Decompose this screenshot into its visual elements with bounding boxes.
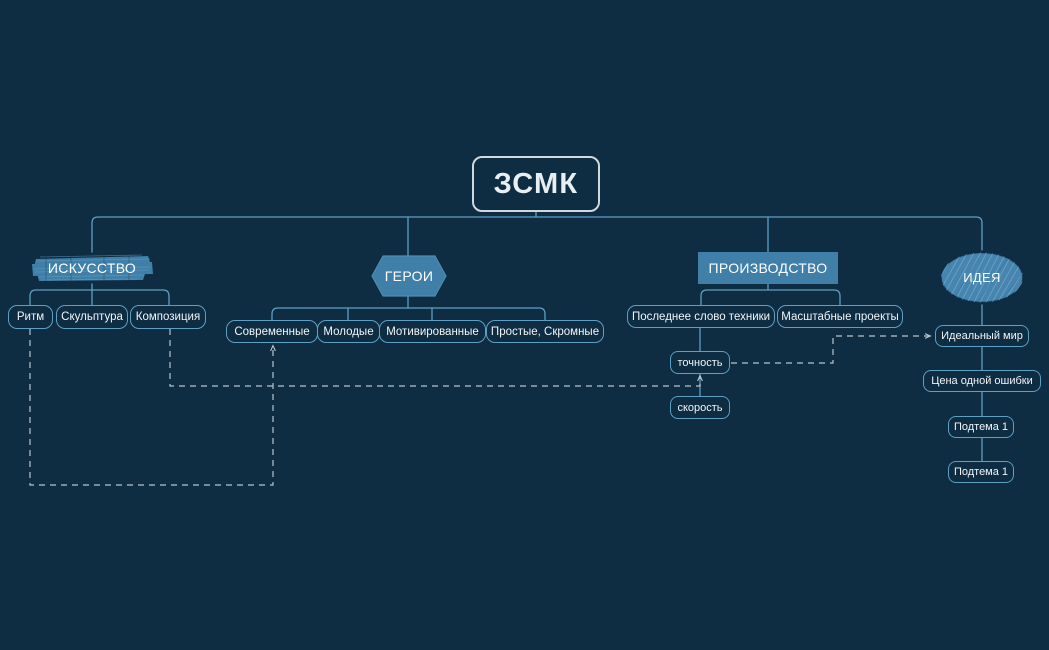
leaf-node-molodye-label: Молодые xyxy=(323,325,374,338)
leaf-node-posledneye-slovo-tehniki-label: Последнее слово техники xyxy=(631,310,771,323)
leaf-node-podtema-1-a[interactable]: Подтема 1 xyxy=(948,416,1014,438)
leaf-node-molodye[interactable]: Молодые xyxy=(317,320,380,343)
dashed-cross-links xyxy=(29,329,930,486)
leaf-node-sovremennye-label: Современные xyxy=(234,325,310,338)
root-node[interactable]: ЗСМК xyxy=(472,156,600,212)
leaf-node-podtema-1-b-label: Подтема 1 xyxy=(953,466,1009,478)
branch-node-art-label: ИСКУССТВО xyxy=(47,260,137,276)
leaf-node-tochnost[interactable]: точность xyxy=(670,351,730,374)
leaf-node-ritm[interactable]: Ритм xyxy=(8,305,53,329)
leaf-node-podtema-1-a-label: Подтема 1 xyxy=(953,421,1009,433)
hexagon-icon xyxy=(371,255,447,297)
leaf-node-motivirovannye-label: Мотивированные xyxy=(386,325,479,338)
leaf-node-podtema-1-b[interactable]: Подтема 1 xyxy=(948,461,1014,483)
leaf-node-ritm-label: Ритм xyxy=(16,311,45,323)
branch-node-heroes-label: ГЕРОИ xyxy=(384,268,434,284)
branch-node-heroes[interactable]: ГЕРОИ xyxy=(371,255,447,297)
leaf-node-prostye-skromnye[interactable]: Простые, Скромные xyxy=(486,320,604,343)
root-node-label: ЗСМК xyxy=(493,167,579,200)
leaf-node-posledneye-slovo-tehniki[interactable]: Последнее слово техники xyxy=(627,305,775,328)
leaf-node-cena-odnoy-oshibki-label: Цена одной ошибки xyxy=(931,375,1033,387)
brush-stroke-icon xyxy=(32,254,153,282)
leaf-node-kompoziciya[interactable]: Композиция xyxy=(130,305,206,329)
leaf-node-idealnyy-mir-label: Идеальный мир xyxy=(941,330,1023,342)
leaf-node-masshtabnye-proekty[interactable]: Масштабные проекты xyxy=(777,305,903,328)
branch-node-idea[interactable]: ИДЕЯ xyxy=(939,250,1025,305)
branch-node-production-label: ПРОИЗВОДСТВО xyxy=(708,260,828,276)
leaf-node-masshtabnye-proekty-label: Масштабные проекты xyxy=(781,310,899,323)
leaf-node-skorost[interactable]: скорость xyxy=(670,396,730,419)
leaf-node-skulptura-label: Скульптура xyxy=(61,311,123,323)
leaf-node-sovremennye[interactable]: Современные xyxy=(226,320,318,343)
leaf-node-motivirovannye[interactable]: Мотивированные xyxy=(379,320,486,343)
branch-node-production[interactable]: ПРОИЗВОДСТВО xyxy=(698,252,838,284)
leaf-node-skorost-label: скорость xyxy=(677,401,723,414)
leaf-node-tochnost-label: точность xyxy=(677,356,723,369)
leaf-node-prostye-skromnye-label: Простые, Скромные xyxy=(490,325,600,338)
leaf-node-kompoziciya-label: Композиция xyxy=(135,311,201,323)
leaf-node-idealnyy-mir[interactable]: Идеальный мир xyxy=(935,325,1029,347)
leaf-node-cena-odnoy-oshibki[interactable]: Цена одной ошибки xyxy=(923,370,1041,392)
branch-node-art[interactable]: ИСКУССТВО xyxy=(30,252,154,284)
leaf-node-skulptura[interactable]: Скульптура xyxy=(56,305,128,329)
branch-node-idea-label: ИДЕЯ xyxy=(963,270,1001,285)
scribble-ellipse-icon xyxy=(941,252,1023,303)
